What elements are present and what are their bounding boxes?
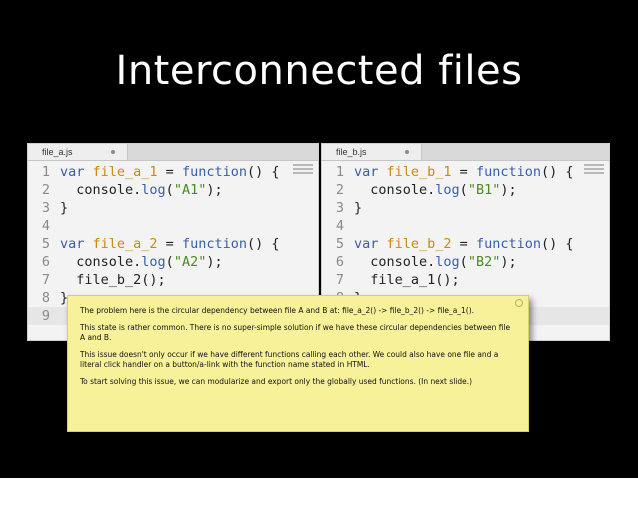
line-number: 1 — [41, 164, 50, 180]
code-token: file_b_1 — [386, 164, 452, 180]
code-token: "B2" — [467, 254, 501, 270]
code-token: () { — [246, 236, 280, 252]
note-close-icon[interactable] — [515, 299, 523, 307]
code-line[interactable]: 5 var file_b_2 = function() { — [322, 235, 609, 253]
code-token: function — [181, 236, 247, 252]
code-token: log — [435, 254, 460, 270]
line-number: 2 — [41, 182, 50, 198]
line-number: 2 — [335, 182, 344, 198]
code-line[interactable]: 1 var file_b_1 = function() { — [322, 163, 609, 181]
note-paragraph: This state is rather common. There is no… — [80, 321, 511, 343]
tab-bar: file_b.js — [322, 144, 609, 161]
code-token: = — [157, 236, 182, 252]
code-line[interactable]: 3} — [322, 199, 609, 217]
code-token: "A1" — [173, 182, 207, 198]
code-token: var — [60, 236, 93, 252]
code-line[interactable]: 4 — [322, 217, 609, 235]
code-line[interactable]: 7 file_a_1(); — [322, 271, 609, 289]
line-number: 6 — [41, 254, 50, 270]
line-number: 8 — [41, 290, 50, 306]
code-token: } — [60, 200, 69, 216]
line-number: 5 — [335, 236, 344, 252]
code-token: ); — [206, 254, 223, 270]
code-line[interactable]: 4 — [28, 217, 318, 235]
tab-file-b[interactable]: file_b.js — [322, 144, 422, 160]
line-number: 4 — [335, 218, 344, 234]
code-token: } — [354, 200, 363, 216]
line-number: 7 — [335, 272, 344, 288]
code-token: = — [451, 236, 476, 252]
code-token: ( — [459, 182, 468, 198]
line-number: 9 — [41, 308, 50, 324]
code-line[interactable]: 3} — [28, 199, 318, 217]
slide-title: Interconnected files — [115, 48, 523, 94]
code-token: ); — [500, 254, 517, 270]
code-token: var — [60, 164, 93, 180]
code-token: ( — [165, 254, 174, 270]
code-token: () { — [246, 164, 280, 180]
code-token: log — [141, 254, 166, 270]
code-line[interactable]: 1 var file_a_1 = function() { — [28, 163, 318, 181]
code-token: log — [435, 182, 460, 198]
code-line[interactable]: 6 console.log("B2"); — [322, 253, 609, 271]
minimap[interactable] — [584, 164, 604, 178]
slide: Interconnected files file_a.js 1 var file… — [0, 0, 638, 478]
line-number: 6 — [335, 254, 344, 270]
tab-file-a[interactable]: file_a.js — [28, 144, 128, 160]
code-token: file_b_2(); — [60, 272, 166, 288]
code-token: ); — [500, 182, 517, 198]
code-token: log — [141, 182, 166, 198]
tab-label: file_a.js — [42, 147, 73, 157]
code-token: console. — [60, 182, 142, 198]
code-token: () { — [540, 236, 574, 252]
unsaved-dot-icon — [111, 150, 115, 154]
code-line[interactable]: 5 var file_a_2 = function() { — [28, 235, 318, 253]
code-token: = — [451, 164, 476, 180]
code-token: file_a_1 — [92, 164, 158, 180]
code-token: } — [60, 290, 69, 306]
code-token: function — [475, 164, 541, 180]
code-token: () { — [540, 164, 574, 180]
note-paragraph: The problem here is the circular depende… — [80, 305, 474, 315]
unsaved-dot-icon — [405, 150, 409, 154]
line-number: 3 — [41, 200, 50, 216]
line-number: 4 — [41, 218, 50, 234]
code-token: function — [475, 236, 541, 252]
note-paragraph: This issue doesn't only occur if we have… — [80, 348, 499, 370]
line-number: 5 — [41, 236, 50, 252]
code-line[interactable]: 7 file_b_2(); — [28, 271, 318, 289]
code-token: ( — [165, 182, 174, 198]
code-line[interactable]: 6 console.log("A2"); — [28, 253, 318, 271]
code-token: = — [157, 164, 182, 180]
code-token: var — [354, 164, 387, 180]
sticky-note: The problem here is the circular depende… — [67, 295, 529, 432]
line-number: 3 — [335, 200, 344, 216]
code-token: file_b_2 — [386, 236, 452, 252]
code-line[interactable]: 8} — [28, 289, 318, 307]
code-token: file_a_1(); — [354, 272, 460, 288]
code-token: var — [354, 236, 387, 252]
code-token: ( — [459, 254, 468, 270]
line-number: 1 — [335, 164, 344, 180]
note-paragraph: To start solving this issue, we can modu… — [80, 375, 472, 386]
code-token: "A2" — [173, 254, 207, 270]
code-token: console. — [354, 254, 436, 270]
code-token: "B1" — [467, 182, 501, 198]
code-token: file_a_2 — [92, 236, 158, 252]
code-token: ); — [206, 182, 223, 198]
code-token: console. — [354, 182, 436, 198]
code-line[interactable]: 2 console.log("B1"); — [322, 181, 609, 199]
tab-label: file_b.js — [336, 147, 367, 157]
code-line[interactable]: 2 console.log("A1"); — [28, 181, 318, 199]
minimap[interactable] — [293, 164, 313, 178]
line-number: 7 — [41, 272, 50, 288]
code-token: function — [181, 164, 247, 180]
code-token: console. — [60, 254, 142, 270]
tab-bar: file_a.js — [28, 144, 318, 161]
